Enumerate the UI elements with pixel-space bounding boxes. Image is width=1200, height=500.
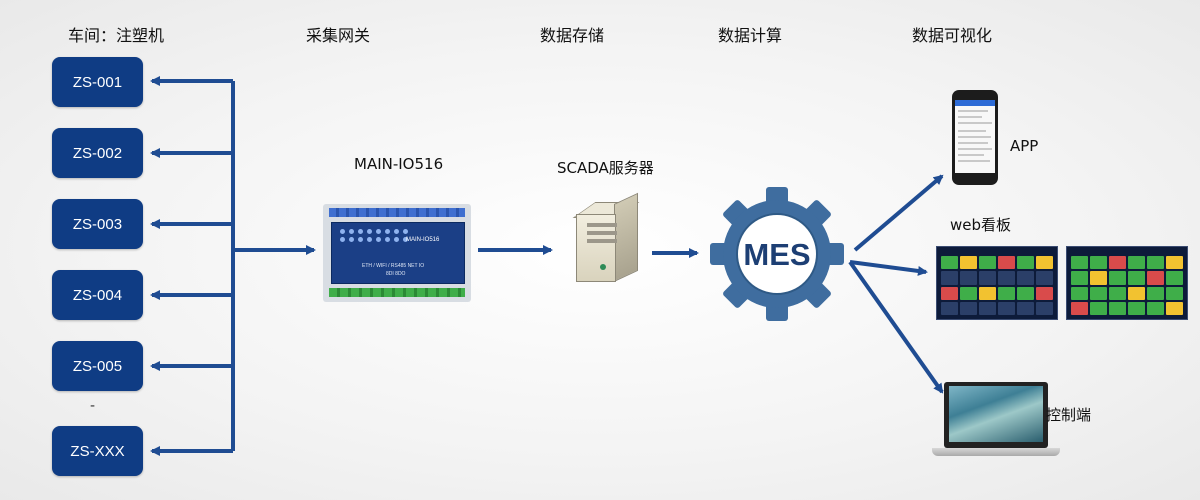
arrow-to-app (853, 174, 944, 252)
arrow-to-web (849, 260, 928, 276)
web-dashboard-label: web看板 (950, 216, 1012, 234)
header-gateway: 采集网关 (306, 26, 371, 45)
machine-box-zs-004: ZS-004 (52, 270, 143, 320)
dashboard-screenshot-2 (1066, 246, 1188, 320)
laptop-icon (932, 380, 1060, 466)
mes-gear-icon: MES (710, 187, 844, 321)
ellipsis-mark: - (90, 398, 96, 414)
mes-label: MES (743, 237, 810, 272)
io-status-leds (340, 229, 409, 242)
io-brand-text: MAIN-IO516 (406, 237, 440, 243)
control-terminal-label: 控制端 (1046, 406, 1092, 424)
header-workshop: 车间：注塑机 (68, 26, 165, 45)
dashboard-screenshot-1 (936, 246, 1058, 320)
io-top-terminals (329, 208, 465, 217)
server-label: SCADA服务器 (557, 159, 654, 177)
header-compute: 数据计算 (718, 26, 783, 45)
gateway-label: MAIN-IO516 (354, 155, 444, 173)
machine-box-zs-xxx: ZS-XXX (52, 426, 143, 476)
machine-box-zs-001: ZS-001 (52, 57, 143, 107)
machine-box-zs-003: ZS-003 (52, 199, 143, 249)
header-visual: 数据可视化 (912, 26, 993, 45)
smartphone-icon (952, 90, 998, 185)
io-front-text: ETH / WIFI / RS485 NET IO (362, 263, 425, 269)
app-label: APP (1010, 137, 1039, 155)
server-icon (570, 192, 640, 284)
machine-box-zs-005: ZS-005 (52, 341, 143, 391)
machine-box-zs-002: ZS-002 (52, 128, 143, 178)
io-sub-text: 8DI 8DO (386, 271, 406, 277)
io-bottom-terminals (329, 288, 465, 297)
io-front-panel: MAIN-IO516 ETH / WIFI / RS485 NET IO 8DI… (331, 222, 465, 284)
header-storage: 数据存储 (540, 26, 605, 45)
arrow-to-control (848, 260, 944, 394)
io-module-device: MAIN-IO516 ETH / WIFI / RS485 NET IO 8DI… (323, 204, 471, 302)
